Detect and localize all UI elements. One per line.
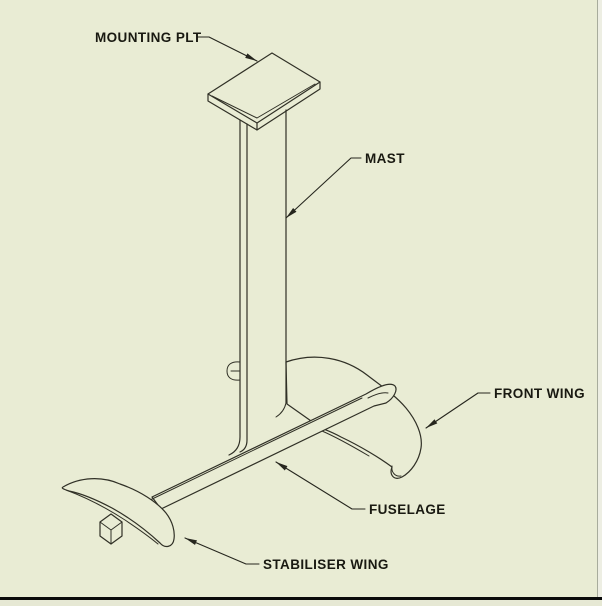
mast-left-edge (228, 119, 241, 456)
leader-fuselage (275, 461, 366, 510)
stabiliser-thickness-line (65, 489, 159, 545)
leader-stabiliser-wing (184, 537, 260, 565)
right-edge-strip (598, 0, 602, 606)
leader-mast (285, 157, 362, 219)
fuselage-shape (147, 383, 397, 510)
mast-shape (226, 109, 287, 456)
label-mounting-plate: MOUNTING PLT (95, 30, 202, 45)
leader-front-wing (425, 392, 491, 429)
mounting-plate-top (207, 52, 321, 124)
fuselage-outline (151, 383, 397, 510)
fuselage-top-face-line (147, 397, 363, 502)
front-wing-tip-line (391, 465, 402, 477)
stabiliser-outline (61, 478, 175, 548)
label-stabiliser-wing: STABILISER WING (263, 557, 389, 572)
callout-labels: MOUNTING PLT MAST FRONT WING FUSELAGE ST… (95, 30, 585, 572)
front-wing-shape (285, 356, 422, 479)
callout-leaders (184, 36, 491, 565)
front-wing-trailing-edge-line (321, 430, 370, 457)
mounting-plate-bevel (211, 83, 316, 119)
bottom-rule (0, 597, 602, 600)
label-fuselage: FUSELAGE (369, 502, 446, 517)
stabiliser-block (99, 513, 123, 545)
label-mast: MAST (365, 151, 405, 166)
stabiliser-wing-shape (61, 478, 175, 548)
mounting-plate-shape (207, 52, 321, 131)
mast-clip (226, 361, 241, 381)
front-wing-outline (285, 356, 422, 479)
fuselage-nose-line (367, 392, 389, 399)
bottom-edge-strip (0, 600, 602, 606)
mounting-plate-thickness (207, 81, 321, 131)
stabiliser-block-edges (99, 521, 123, 545)
leader-mounting-plate (196, 36, 258, 62)
mast-left-inner-edge (239, 123, 248, 453)
label-front-wing: FRONT WING (494, 386, 585, 401)
mast-bottom-fillet (275, 402, 287, 418)
